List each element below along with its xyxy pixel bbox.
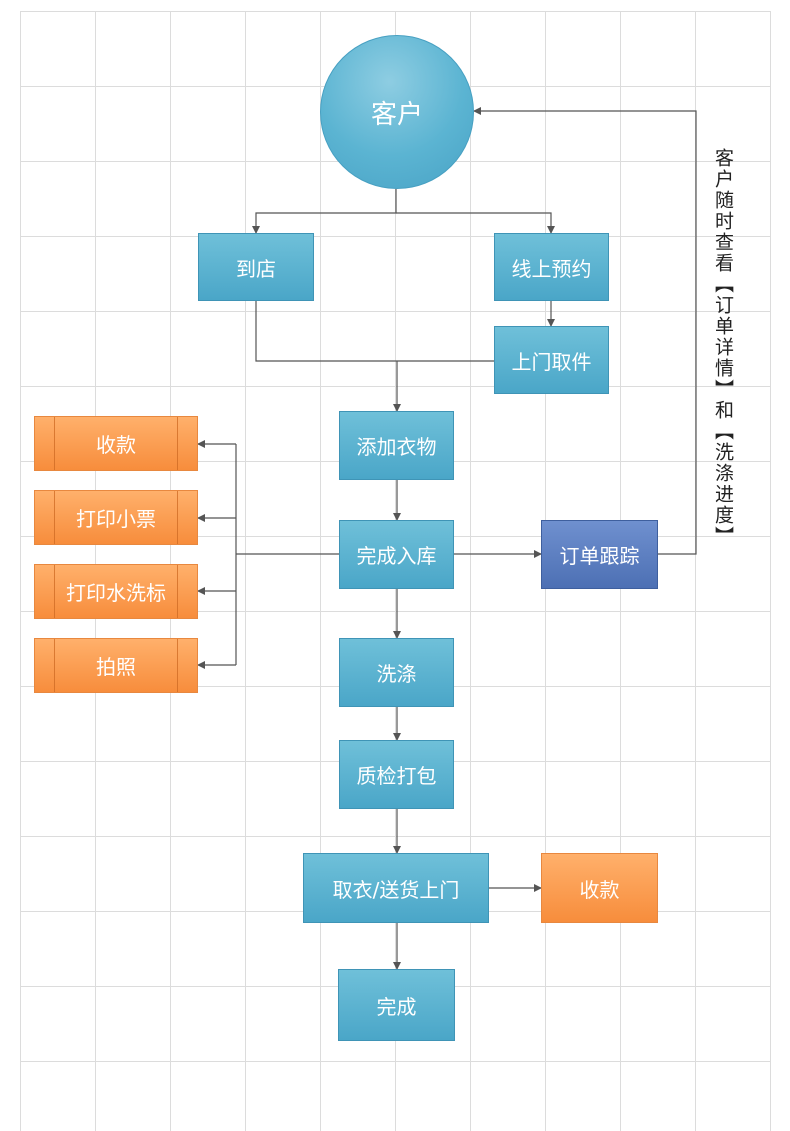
payment-label-2: 收款 [579, 877, 620, 902]
done-label: 完成 [376, 994, 417, 1019]
add-clothes-node: 添加衣物 [339, 411, 454, 480]
in-store-label: 到店 [236, 256, 276, 281]
print-receipt-node: 打印小票 [34, 490, 198, 545]
customer-label: 客户 [370, 99, 423, 130]
online-booking-label: 线上预约 [511, 256, 592, 281]
done-node: 完成 [338, 969, 455, 1041]
complete-storage-label: 完成入库 [356, 544, 437, 568]
print-wash-label-node: 打印水洗标 [34, 564, 198, 619]
order-tracking-node: 订单跟踪 [541, 520, 658, 589]
pickup-delivery-node: 取衣/送货上门 [303, 853, 489, 923]
door-pickup-node: 上门取件 [494, 326, 609, 394]
connector-storage-to-actions-trunk [235, 444, 339, 665]
photo-label: 拍照 [96, 655, 136, 679]
payment-node-2: 收款 [541, 853, 658, 923]
order-tracking-label: 订单跟踪 [559, 544, 640, 568]
in-store-node: 到店 [198, 233, 314, 301]
washing-label: 洗涤 [376, 662, 417, 686]
side-note-text: 客户随时查看【订单详情】和【洗涤进度】 [712, 148, 734, 547]
complete-storage-node: 完成入库 [339, 520, 454, 589]
connector-in-store-merge [255, 301, 397, 362]
door-pickup-label: 上门取件 [511, 349, 592, 374]
payment-node-1: 收款 [34, 416, 198, 471]
connector-customer-to-in-store [252, 189, 397, 234]
photo-node: 拍照 [34, 638, 198, 693]
add-clothes-label: 添加衣物 [356, 435, 437, 459]
print-wash-label-label: 打印水洗标 [66, 581, 166, 605]
payment-label-1: 收款 [96, 433, 136, 457]
qc-packing-label: 质检打包 [356, 764, 437, 788]
customer-node: 客户 [320, 35, 474, 189]
online-booking-node: 线上预约 [494, 233, 609, 301]
connector-customer-to-online-booking [396, 212, 555, 234]
connector-tracking-to-customer [473, 107, 697, 555]
qc-packing-node: 质检打包 [339, 740, 454, 809]
pickup-delivery-label: 取衣/送货上门 [332, 877, 460, 902]
print-receipt-label: 打印小票 [76, 507, 156, 531]
washing-node: 洗涤 [339, 638, 454, 707]
